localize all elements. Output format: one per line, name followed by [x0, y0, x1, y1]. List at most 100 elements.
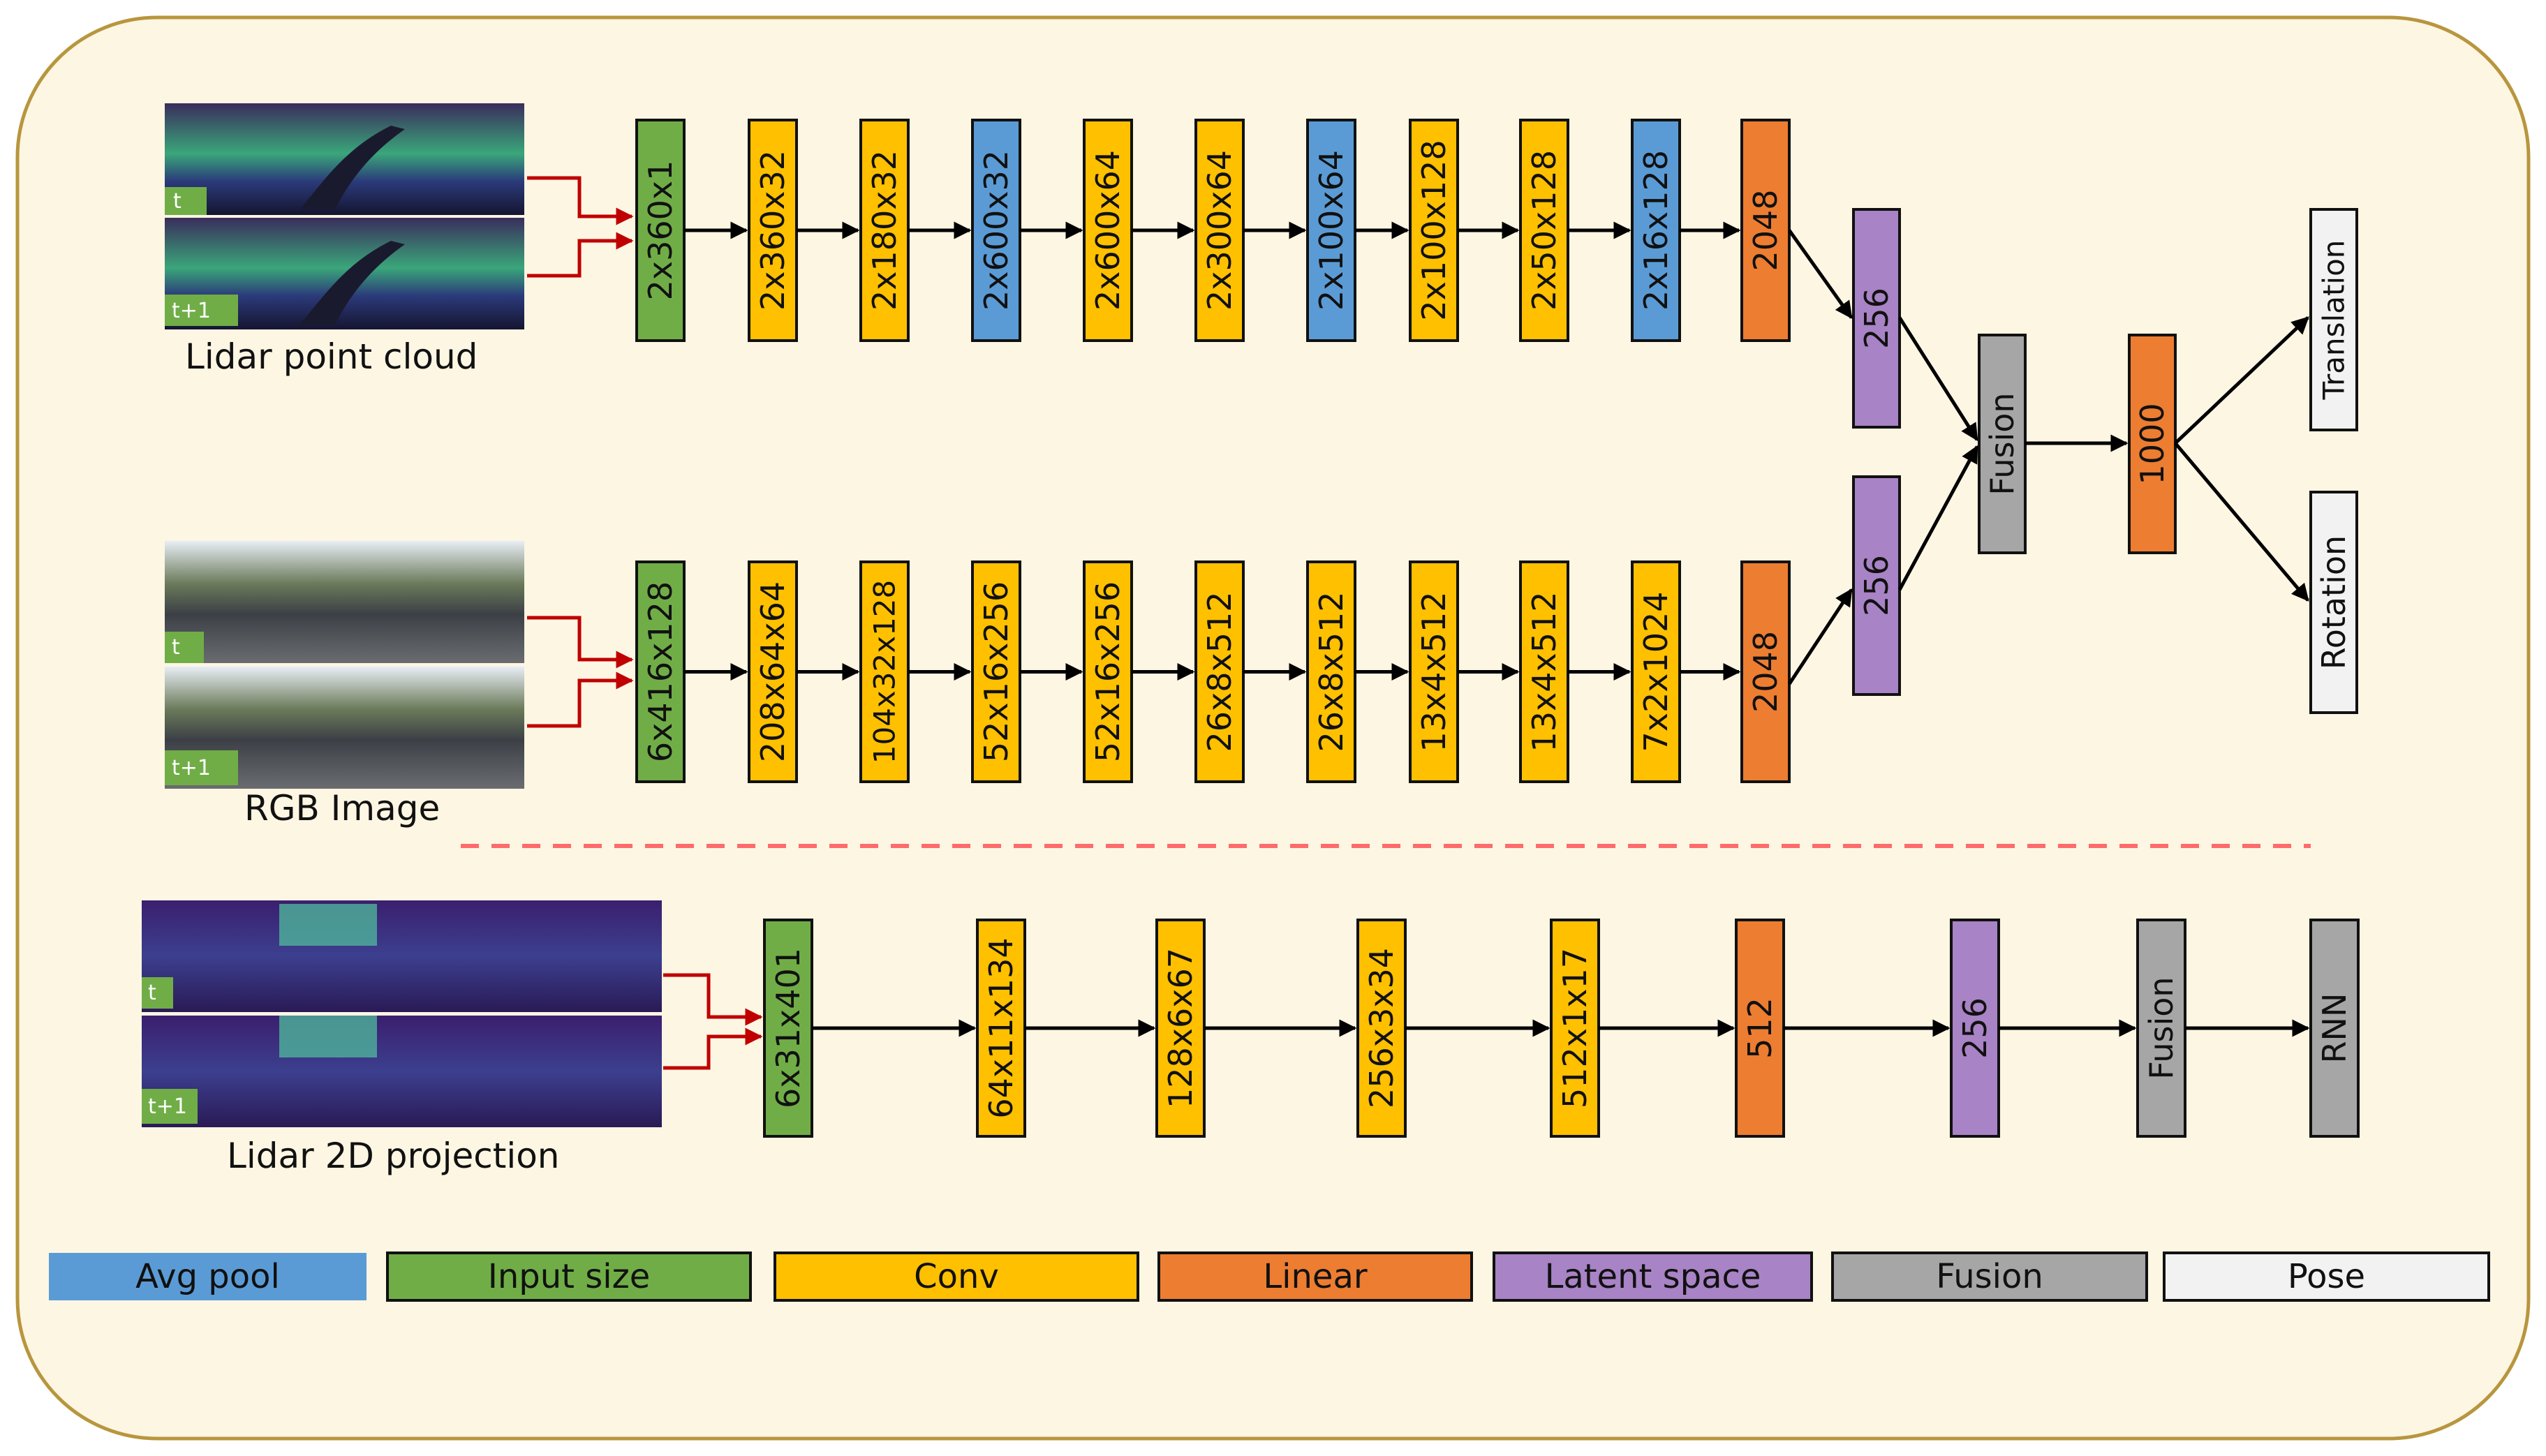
red-input-arrows — [527, 176, 763, 1070]
lidar-layer-0-label: 2x360x1 — [642, 161, 679, 301]
projection-layer-7: Fusion — [2136, 919, 2186, 1138]
head-latent-lidar: 256 — [1852, 208, 1901, 429]
lidar-layer-7-label: 2x100x128 — [1415, 140, 1453, 320]
projection-layer-6-label: 256 — [1956, 997, 1994, 1059]
rgb-layer-2-label: 104x32x128 — [868, 580, 902, 764]
projection-layer-0-label: 6x31x401 — [769, 948, 807, 1108]
head-rotation-box — [2309, 491, 2358, 714]
lidar-road-t — [300, 126, 405, 209]
proj-tag-t-box — [142, 977, 173, 1009]
legend-label-input: Input size — [488, 1257, 651, 1296]
lidar-layer-3-box — [971, 119, 1021, 342]
rgb-caption: RGB Image — [244, 788, 440, 829]
lidar-layer-4-box — [1083, 119, 1133, 342]
projection-layer-6: 256 — [1950, 919, 2000, 1138]
rgb-tag-t-box — [165, 632, 204, 663]
legend-item-avgpool: Avg pool — [49, 1253, 367, 1300]
lidar-layer-2: 2x180x32 — [859, 119, 910, 342]
rgb-layer-2: 104x32x128 — [859, 560, 910, 783]
head-fusion-label: Fusion — [1983, 392, 2021, 495]
head-latent-rgb: 256 — [1852, 475, 1901, 696]
rgb-layer-5: 26x8x512 — [1194, 560, 1245, 783]
red-arrow-lidar-t1 — [527, 232, 634, 278]
lidar-layer-4-label: 2x600x64 — [1089, 150, 1127, 311]
rgb-layer-3-label: 52x16x256 — [977, 581, 1015, 762]
lidar-layer-1-box — [748, 119, 798, 342]
rgb-image-t — [165, 541, 524, 663]
arrow-lidar-to-latent — [1787, 229, 1853, 320]
legend-item-latent: Latent space — [1493, 1251, 1813, 1302]
proj-tag-t1-box — [142, 1089, 198, 1124]
red-arrow-rgb-t — [527, 616, 634, 669]
rgb-layer-0: 6x416x128 — [635, 560, 686, 783]
projection-layer-8: RNN — [2309, 919, 2360, 1138]
arrow-latent-lidar-to-fusion — [1897, 316, 1979, 442]
rgb-layer-5-label: 26x8x512 — [1201, 591, 1238, 752]
proj-image-t1 — [142, 1016, 662, 1127]
lidar-tag-t: t — [173, 189, 182, 214]
rgb-layer-4: 52x16x256 — [1083, 560, 1133, 783]
legend-item-linear: Linear — [1157, 1251, 1473, 1302]
projection-layer-2: 128x6x67 — [1155, 919, 1206, 1138]
legend-label-linear: Linear — [1263, 1257, 1367, 1296]
legend-swatch-conv — [774, 1251, 1139, 1302]
lidar-layer-8-label: 2x50x128 — [1525, 150, 1563, 311]
lidar-layer-6-label: 2x100x64 — [1312, 150, 1350, 311]
projection-layer-1: 64x11x134 — [976, 919, 1026, 1138]
head-rotation: Rotation — [2309, 491, 2358, 714]
red-arrow-proj-t — [663, 973, 763, 1026]
legend-item-fusion: Fusion — [1831, 1251, 2148, 1302]
projection-layer-3: 256x3x34 — [1356, 919, 1407, 1138]
proj-tag-t1: t+1 — [148, 1094, 187, 1119]
red-arrow-rgb-t1 — [527, 671, 634, 728]
proj-highlight-t — [279, 904, 377, 946]
head-latent-rgb-label: 256 — [1858, 555, 1895, 616]
rgb-layer-3-box — [971, 560, 1021, 783]
proj-caption: Lidar 2D projection — [227, 1136, 560, 1176]
rgb-layer-0-box — [635, 560, 686, 783]
lidar-layer-9-label: 2x16x128 — [1637, 150, 1675, 311]
projection-layer-1-label: 64x11x134 — [982, 937, 1020, 1118]
proj-tag-t: t — [148, 981, 156, 1005]
projection-layer-7-label: Fusion — [2142, 976, 2180, 1079]
projection-layer-3-box — [1356, 919, 1407, 1138]
lidar-layer-2-box — [859, 119, 910, 342]
lidar-layer-3: 2x600x32 — [971, 119, 1021, 342]
lidar-layer-5: 2x300x64 — [1194, 119, 1245, 342]
projection-layer-2-label: 128x6x67 — [1162, 948, 1199, 1108]
lidar-layer-2-label: 2x180x32 — [866, 150, 903, 311]
proj-image-t — [142, 900, 662, 1012]
legend-swatch-avgpool — [49, 1253, 367, 1300]
head-rotation-label: Rotation — [2315, 535, 2353, 669]
arrow-rgb-to-latent — [1787, 588, 1853, 685]
lidar-layer-10-box — [1740, 119, 1791, 342]
legend-swatch-pose — [2163, 1251, 2490, 1302]
lidar-layer-8: 2x50x128 — [1519, 119, 1569, 342]
projection-layer-5-box — [1735, 919, 1785, 1138]
projection-layer-3-label: 256x3x34 — [1363, 948, 1400, 1108]
proj-highlight-t1 — [279, 1016, 377, 1057]
head-linear-label: 1000 — [2133, 403, 2171, 484]
lidar-layer-5-label: 2x300x64 — [1201, 150, 1238, 311]
lidar-layer-6-box — [1306, 119, 1356, 342]
rgb-layer-8: 13x4x512 — [1519, 560, 1569, 783]
head-translation-label: Translation — [2317, 240, 2351, 401]
rgb-layer-6: 26x8x512 — [1306, 560, 1356, 783]
rgb-layer-10: 2048 — [1740, 560, 1791, 783]
projection-layer-8-box — [2309, 919, 2360, 1138]
rgb-layer-10-box — [1740, 560, 1791, 783]
rgb-layer-1: 208x64x64 — [748, 560, 798, 783]
legend-label-conv: Conv — [914, 1257, 999, 1296]
projection-layer-5: 512 — [1735, 919, 1785, 1138]
lidar-road-t1 — [300, 241, 405, 325]
lidar-layer-0: 2x360x1 — [635, 119, 686, 342]
head-translation: Translation — [2309, 208, 2358, 431]
head-fusion-box — [1978, 334, 2027, 554]
lidar-layer-6: 2x100x64 — [1306, 119, 1356, 342]
rgb-layer-7: 13x4x512 — [1409, 560, 1459, 783]
lidar-layer-1-label: 2x360x32 — [754, 150, 792, 311]
lidar-tag-t1: t+1 — [172, 299, 211, 323]
rgb-layer-9-box — [1631, 560, 1681, 783]
lidar-layer-10-label: 2048 — [1747, 189, 1784, 271]
legend-label-avgpool: Avg pool — [135, 1257, 280, 1296]
